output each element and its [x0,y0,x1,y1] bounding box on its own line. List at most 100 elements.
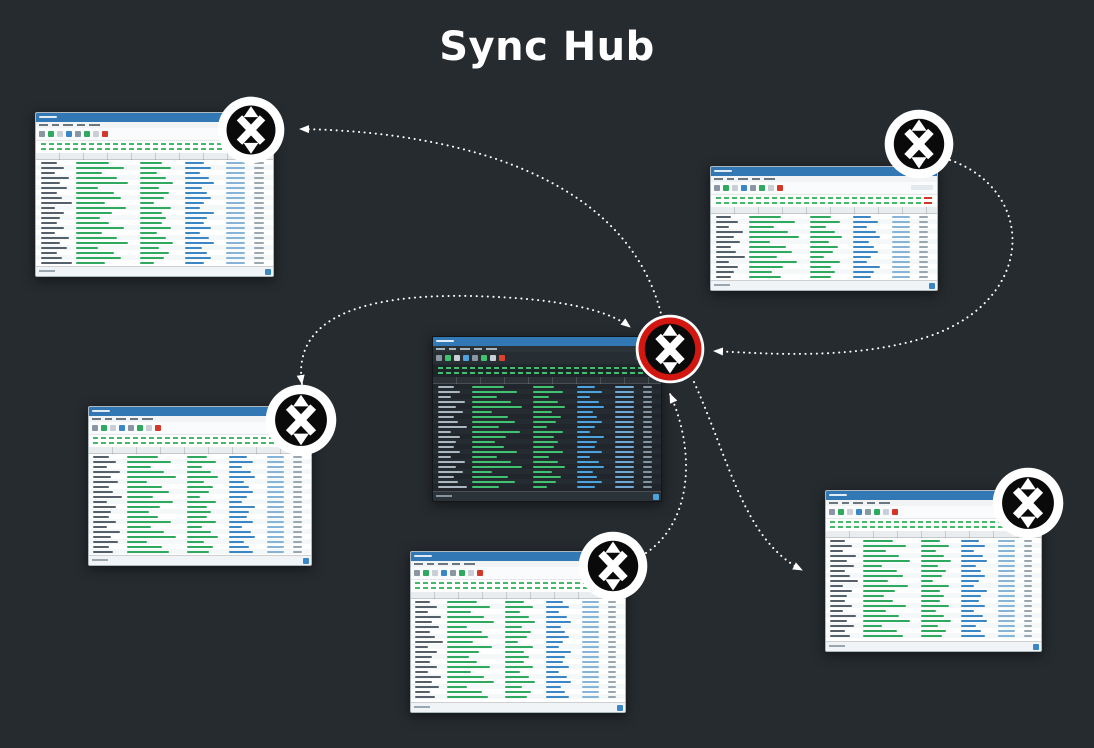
mini-cell-text [293,460,303,463]
mini-cell-text [961,564,977,567]
mini-cell-text [607,655,617,658]
mini-window-top-right[interactable] [710,166,938,291]
mini-cell-text [228,515,247,518]
mini-cell-text [40,201,72,204]
mini-cell-text [471,430,520,433]
mini-cell-text [293,530,303,533]
mini-cell-text [437,400,465,403]
mini-cell-text [607,695,617,698]
mini-cell-text [615,480,634,483]
mini-cell-text [1023,554,1033,557]
mini-cell-text [642,480,652,483]
mini-cell-text [961,549,975,552]
mini-cell-text [1023,619,1033,622]
mini-cell-text [266,530,285,533]
mini-table-row [411,664,625,669]
mini-toolbar-icon [838,509,844,515]
mini-table-row [826,553,1041,558]
mini-cell-text [715,250,736,253]
mini-cell-text [1023,559,1033,562]
mini-cell-text [582,650,600,653]
mini-cell-text [93,505,116,508]
mini-window-center[interactable] [432,336,662,502]
mini-table-row [411,694,625,699]
mini-cell-text [254,241,264,244]
mini-cell-text [615,425,634,428]
mini-table-row [826,538,1041,543]
mini-cell-text [615,400,634,403]
mini-cell-text [615,415,634,418]
mini-toolbar [711,182,937,195]
mini-table-row [826,588,1041,593]
mini-toolbar-icon [445,355,451,361]
mini-toolbar-icon [892,509,898,515]
mini-cell-text [185,171,200,174]
mini-cell-text [920,634,943,637]
mini-cell-text [830,564,854,567]
mini-cell-text [76,166,124,169]
mini-cell-text [228,520,254,523]
sync-node-logo-bottom-center[interactable] [578,531,648,601]
mini-window-top-left[interactable] [35,112,274,277]
mini-cell-text [576,435,604,438]
mini-window-bottom-right[interactable] [825,490,1042,652]
mini-cell-text [126,505,161,508]
mini-cell-text [76,251,115,254]
mini-cell-text [642,410,652,413]
mini-cell-text [918,215,928,218]
sync-node-logo-top-left[interactable] [217,96,285,164]
mini-toolbar-icon [146,425,152,431]
mini-cell-text [471,445,504,448]
mini-cell-text [225,191,245,194]
mini-cell-text [576,480,602,483]
mini-menu-item [452,563,460,565]
sync-node-logo-mid-left[interactable] [265,384,337,456]
mini-cell-text [415,635,435,638]
mini-toolbar-icon [119,425,125,431]
hub-logo[interactable] [635,314,705,384]
mini-cell-text [642,435,652,438]
mini-cell-text [576,425,595,428]
mini-cell-text [228,545,249,548]
mini-cell-text [615,485,634,488]
mini-cell-text [545,640,563,643]
mini-toolbar-icon [777,185,783,191]
mini-table-row [826,568,1041,573]
mini-cell-text [1023,584,1033,587]
mini-menubar [89,416,311,422]
mini-cell-text [186,530,212,533]
mini-table-row [411,689,625,694]
mini-cell-text [715,255,745,258]
mini-cell-text [918,270,928,273]
mini-sync-band-row [437,372,646,374]
mini-cell-text [891,220,910,223]
mini-toolbar-icon [499,355,505,361]
mini-cell-text [228,535,256,538]
mini-cell-text [40,171,55,174]
mini-cell-text [576,450,602,453]
mini-cell-text [533,460,559,463]
mini-cell-text [749,235,800,238]
mini-cell-text [918,245,928,248]
mini-cell-text [545,625,561,628]
mini-cell-text [140,176,167,179]
mini-toolbar-icon [481,355,487,361]
mini-cell-text [642,485,652,488]
mini-cell-text [582,655,600,658]
mini-cell-text [186,535,218,538]
mini-cell-text [437,470,463,473]
mini-cell-text [415,670,429,673]
sync-node-logo-bottom-right[interactable] [992,467,1064,539]
mini-cell-text [447,675,484,678]
mini-cell-text [545,605,570,608]
x-circle-logo-icon [217,96,285,164]
sync-node-logo-top-right[interactable] [884,109,954,179]
mini-sync-button [929,282,935,289]
mini-cell-text [447,625,467,628]
mini-cell-text [415,685,439,688]
mini-table-row [411,679,625,684]
mini-cell-text [185,206,200,209]
mini-cell-text [415,675,441,678]
mini-cell-text [126,550,169,553]
mini-cell-text [607,610,617,613]
